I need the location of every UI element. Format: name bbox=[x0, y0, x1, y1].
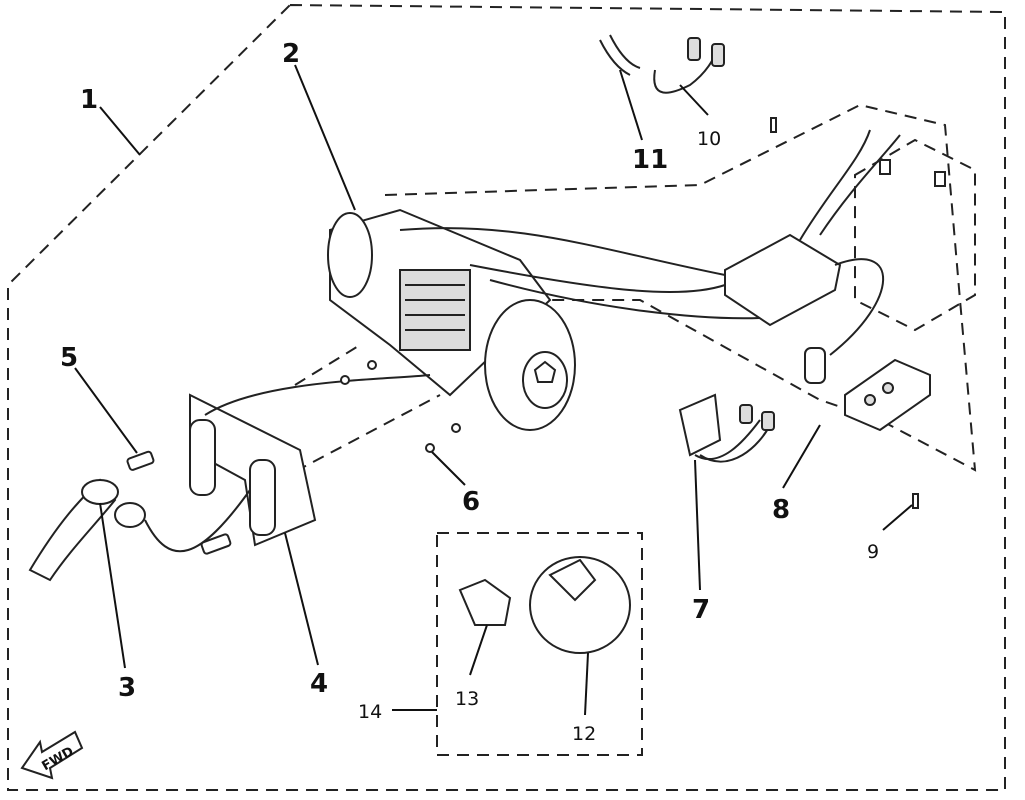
fairlead-bracket bbox=[189, 374, 431, 547]
callout-5: 5 bbox=[60, 343, 78, 373]
rocker-switch bbox=[678, 393, 775, 463]
callout-11: 11 bbox=[632, 145, 668, 175]
sub-kit-box bbox=[436, 532, 643, 756]
contactor-box bbox=[399, 129, 901, 384]
callout-12: 12 bbox=[572, 723, 596, 745]
bolt-5 bbox=[126, 450, 155, 471]
leader-6 bbox=[431, 451, 466, 486]
bolt-6c bbox=[340, 375, 350, 385]
leader-2 bbox=[294, 64, 356, 211]
battery bbox=[854, 138, 976, 332]
harness-boundary bbox=[384, 103, 977, 472]
callout-4: 4 bbox=[310, 669, 328, 699]
callout-9: 9 bbox=[867, 541, 879, 563]
bolt-6b bbox=[451, 423, 461, 433]
callout-13: 13 bbox=[455, 688, 479, 710]
callout-2: 2 bbox=[282, 39, 300, 69]
fwd-direction-arrow: FWD bbox=[20, 730, 84, 780]
kit-boundary bbox=[7, 4, 1006, 791]
spool-part-12 bbox=[529, 556, 631, 654]
leader-3 bbox=[99, 502, 126, 669]
mount-dash-lower bbox=[259, 394, 441, 491]
wire-harness-10 bbox=[653, 37, 725, 94]
leader-9 bbox=[882, 504, 913, 531]
roller-part-13 bbox=[458, 578, 512, 626]
remote-switch bbox=[844, 358, 931, 432]
leader-7 bbox=[694, 459, 701, 591]
bolt-6a bbox=[425, 443, 435, 453]
leader-11 bbox=[619, 69, 643, 141]
bolt-6d bbox=[367, 360, 377, 370]
winch-assembly bbox=[327, 208, 576, 431]
callout-10: 10 bbox=[697, 128, 721, 150]
callout-3: 3 bbox=[118, 673, 136, 703]
callout-14: 14 bbox=[358, 701, 382, 723]
hook-and-strap bbox=[28, 478, 251, 582]
callout-7: 7 bbox=[692, 595, 710, 625]
leader-4 bbox=[284, 532, 319, 666]
leader-1 bbox=[99, 106, 141, 156]
leader-8 bbox=[782, 424, 821, 489]
screw-top bbox=[770, 117, 777, 133]
leader-10 bbox=[679, 84, 709, 116]
callout-6: 6 bbox=[462, 487, 480, 517]
leader-13 bbox=[469, 624, 488, 676]
callout-1: 1 bbox=[80, 85, 98, 115]
callout-8: 8 bbox=[772, 495, 790, 525]
leader-12 bbox=[584, 652, 589, 716]
loop-cable-11 bbox=[599, 34, 641, 76]
bolt-lower bbox=[200, 533, 232, 555]
leader-5 bbox=[74, 367, 138, 454]
screw-9 bbox=[912, 493, 919, 509]
mount-dash-upper bbox=[294, 344, 361, 386]
